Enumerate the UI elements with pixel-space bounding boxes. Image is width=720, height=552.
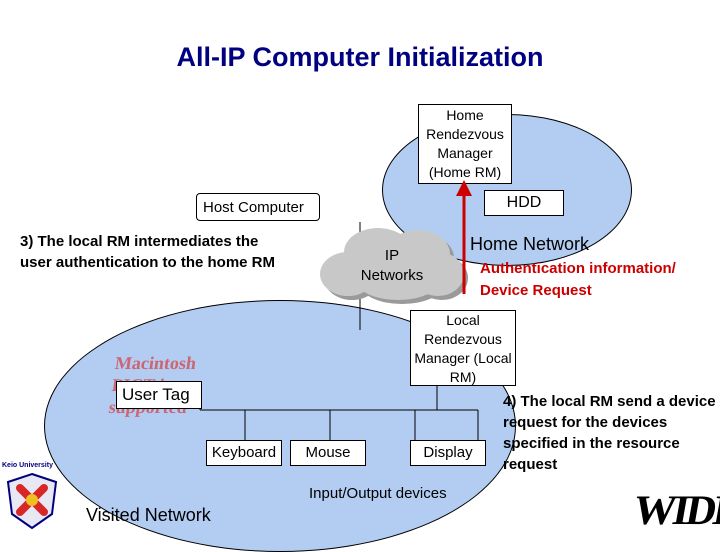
keio-seal-icon [6, 472, 58, 530]
hdd-box: HDD [484, 190, 564, 216]
auth-arrow-icon [456, 180, 472, 294]
wide-logo: WIDE [630, 486, 720, 538]
keyboard-box: Keyboard [206, 440, 282, 466]
user-tag-box: User Tag [116, 381, 202, 409]
home-network-label: Home Network [470, 234, 590, 254]
wide-logo-text: WIDE [629, 488, 720, 534]
step4-text: 4) The local RM send a device request fo… [503, 393, 716, 473]
display-box: Display [410, 440, 486, 466]
local-rm-box: Local Rendezvous Manager (Local RM) [410, 310, 516, 386]
page-title: All-IP Computer Initialization [176, 42, 544, 72]
mouse-box: Mouse [290, 440, 366, 466]
keio-logo: Keio University [2, 462, 66, 538]
visited-network-label: Visited Network [86, 505, 211, 525]
host-computer-box: Host Computer [196, 193, 320, 221]
keio-logo-text: Keio University [2, 462, 53, 469]
home-rm-box: Home Rendezvous Manager (Home RM) [418, 104, 512, 184]
ip-networks-cloud [320, 228, 468, 304]
io-devices-label: Input/Output devices [309, 485, 447, 502]
ip-networks-label: IP Networks [360, 247, 424, 284]
step3-text: 3) The local RM intermediates the user a… [20, 233, 276, 271]
auth-info-text: Authentication information/ Device Reque… [480, 260, 676, 299]
